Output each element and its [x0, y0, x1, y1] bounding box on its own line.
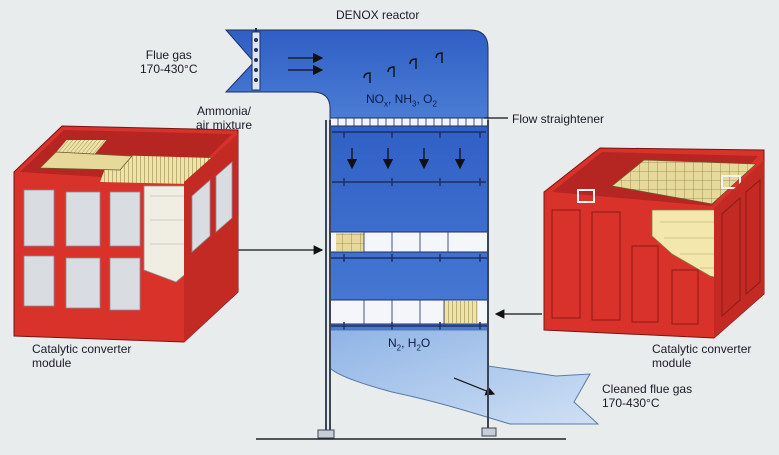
- module-right-line2: module: [652, 356, 692, 370]
- support-legs: [317, 120, 497, 439]
- h2o-o-text: O: [420, 336, 431, 350]
- cleaned-gas-line1: Cleaned flue gas: [602, 382, 693, 396]
- nh3-text: NH: [394, 92, 413, 106]
- ammonia-line1: Ammonia/: [196, 104, 252, 118]
- nh3-sub: 3: [412, 99, 417, 109]
- pointer-arrows: [238, 117, 542, 319]
- flue-gas-inlet-duct: [224, 29, 489, 121]
- module-left-line1: Catalytic converter: [32, 342, 132, 356]
- gas-composition-top: NOx, NH3, O2: [366, 92, 437, 109]
- catalyst-layer-2: [329, 299, 489, 330]
- n2-text: N: [388, 336, 397, 350]
- flue-gas-inlet-line1: Flue gas: [145, 48, 192, 62]
- reactor: [224, 28, 600, 440]
- h2o-sub: 2: [416, 343, 421, 353]
- o2-sub: 2: [432, 99, 437, 109]
- module-right-label: Catalytic converter module: [652, 342, 751, 370]
- catalytic-module-right: [543, 147, 765, 339]
- flue-gas-inlet-label: Flue gas 170-430°C: [140, 48, 198, 76]
- module-right-line1: Catalytic converter: [652, 342, 752, 356]
- downflow-arrows: [346, 148, 466, 170]
- nox-sub: x: [384, 99, 388, 109]
- diagram-title: DENOX reactor: [336, 8, 420, 22]
- ammonia-label: Ammonia/ air mixture: [196, 104, 252, 132]
- module-left-label: Catalytic converter module: [32, 342, 131, 370]
- n2-sub: 2: [396, 343, 402, 353]
- catalytic-module-left: [13, 125, 239, 343]
- ammonia-line2: air mixture: [196, 118, 253, 132]
- nox-text: NO: [366, 92, 384, 106]
- flow-straightener-label: Flow straightener: [512, 112, 605, 126]
- gas-composition-bottom: N2, H2O: [388, 336, 431, 353]
- cleaned-gas-outlet-duct: [329, 329, 600, 425]
- mixing-swirl-marks: [363, 52, 443, 83]
- h2o-h-text: H: [407, 336, 417, 350]
- cleaned-gas-label: Cleaned flue gas 170-430°C: [602, 382, 692, 410]
- catalyst-layer-1: [329, 231, 489, 262]
- flue-gas-inlet-line2: 170-430°C: [140, 62, 198, 76]
- support-beams-top: [332, 131, 486, 186]
- o2-text: O: [423, 92, 433, 106]
- module-left-line2: module: [32, 356, 72, 370]
- ammonia-injection-grid: [251, 28, 261, 91]
- inflow-arrows: [288, 52, 324, 76]
- cleaned-gas-line2: 170-430°C: [602, 396, 660, 410]
